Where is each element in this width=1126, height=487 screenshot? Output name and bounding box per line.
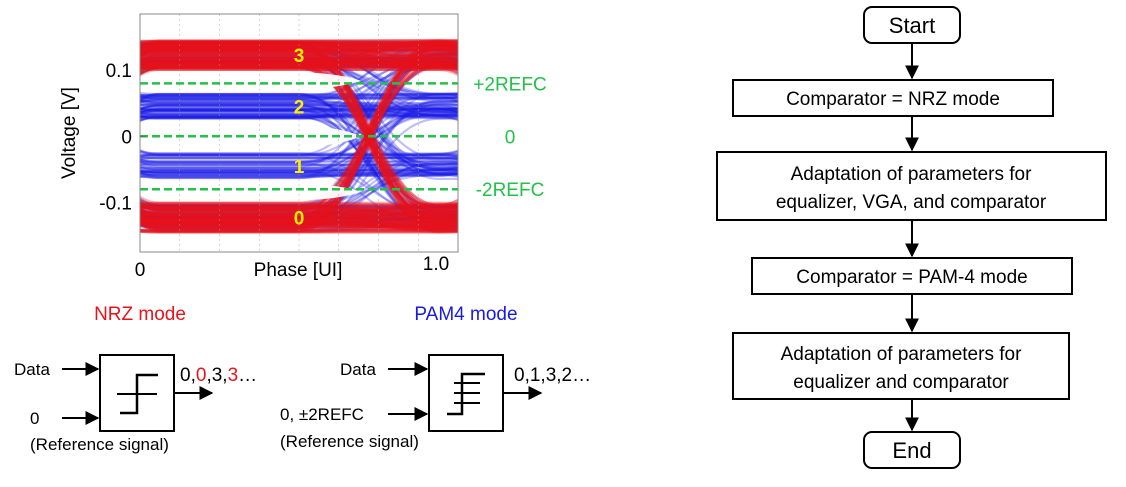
nrz-mode-title: NRZ mode xyxy=(94,304,186,325)
y-axis-label: Voltage [V] xyxy=(59,87,80,179)
y-tick-label: -0.1 xyxy=(99,193,132,214)
threshold-label: +2REFC xyxy=(473,74,546,95)
step-adapt-nrz-line1: Adaptation of parameters for xyxy=(791,164,1032,185)
nrz-ref-input-label: 0 xyxy=(30,409,39,428)
y-ticks: 0.1 0 -0.1 xyxy=(99,61,146,214)
pam4-ref-input-label: 0, ±2REFC xyxy=(280,405,364,424)
nrz-output-part: 0 xyxy=(196,365,207,386)
threshold-label: -2REFC xyxy=(476,180,545,201)
pam4-mode-title: PAM4 mode xyxy=(414,304,517,325)
step-adapt-pam4-line2: equalizer and comparator xyxy=(793,372,1009,393)
x-tick-label: 1.0 xyxy=(423,254,449,275)
start-label: Start xyxy=(889,13,935,38)
step-adapt-nrz-line2: equalizer, VGA, and comparator xyxy=(776,192,1047,213)
nrz-output-part: … xyxy=(238,365,257,386)
nrz-data-input-label: Data xyxy=(14,360,50,379)
threshold-labels: +2REFC 0 -2REFC xyxy=(473,74,546,201)
symbol-level-label: 3 xyxy=(294,46,305,67)
nrz-output-part: 0, xyxy=(180,365,196,386)
threshold-label: 0 xyxy=(505,127,516,148)
pam4-output-sequence: 0,1,3,2… xyxy=(514,365,591,386)
end-label: End xyxy=(892,438,931,463)
symbol-level-label: 0 xyxy=(294,209,305,230)
symbol-level-label: 1 xyxy=(294,157,305,178)
nrz-comparator-diagram: NRZ mode Data 0 (Reference signal) 0,0,3… xyxy=(14,304,257,454)
x-tick-label: 0 xyxy=(135,260,146,281)
flowchart: Start Comparator = NRZ mode Adaptation o… xyxy=(717,7,1106,468)
pam4-data-input-label: Data xyxy=(340,360,376,379)
nrz-output-part: 3 xyxy=(228,365,239,386)
pam4-comparator-diagram: PAM4 mode Data 0, ±2REFC (Reference sign… xyxy=(280,304,591,451)
pam4-ref-note: (Reference signal) xyxy=(280,432,419,451)
eye-diagram-chart: 3 2 1 0 0.1 0 -0.1 0 1.0 +2REFC 0 -2REFC Voltage… xyxy=(19,14,579,281)
step-adapt-pam4-line1: Adaptation of parameters for xyxy=(781,344,1022,365)
symbol-level-label: 2 xyxy=(294,98,305,119)
y-tick-label: 0 xyxy=(121,127,132,148)
x-axis-label: Phase [UI] xyxy=(254,260,343,281)
step-pam4-mode-label: Comparator = PAM-4 mode xyxy=(796,267,1027,288)
y-tick-label: 0.1 xyxy=(106,61,132,82)
nrz-output-part: ,3, xyxy=(206,365,227,386)
nrz-ref-note: (Reference signal) xyxy=(30,435,169,454)
nrz-output-sequence: 0,0,3,3… xyxy=(180,365,257,386)
step-nrz-mode-label: Comparator = NRZ mode xyxy=(786,89,1000,110)
